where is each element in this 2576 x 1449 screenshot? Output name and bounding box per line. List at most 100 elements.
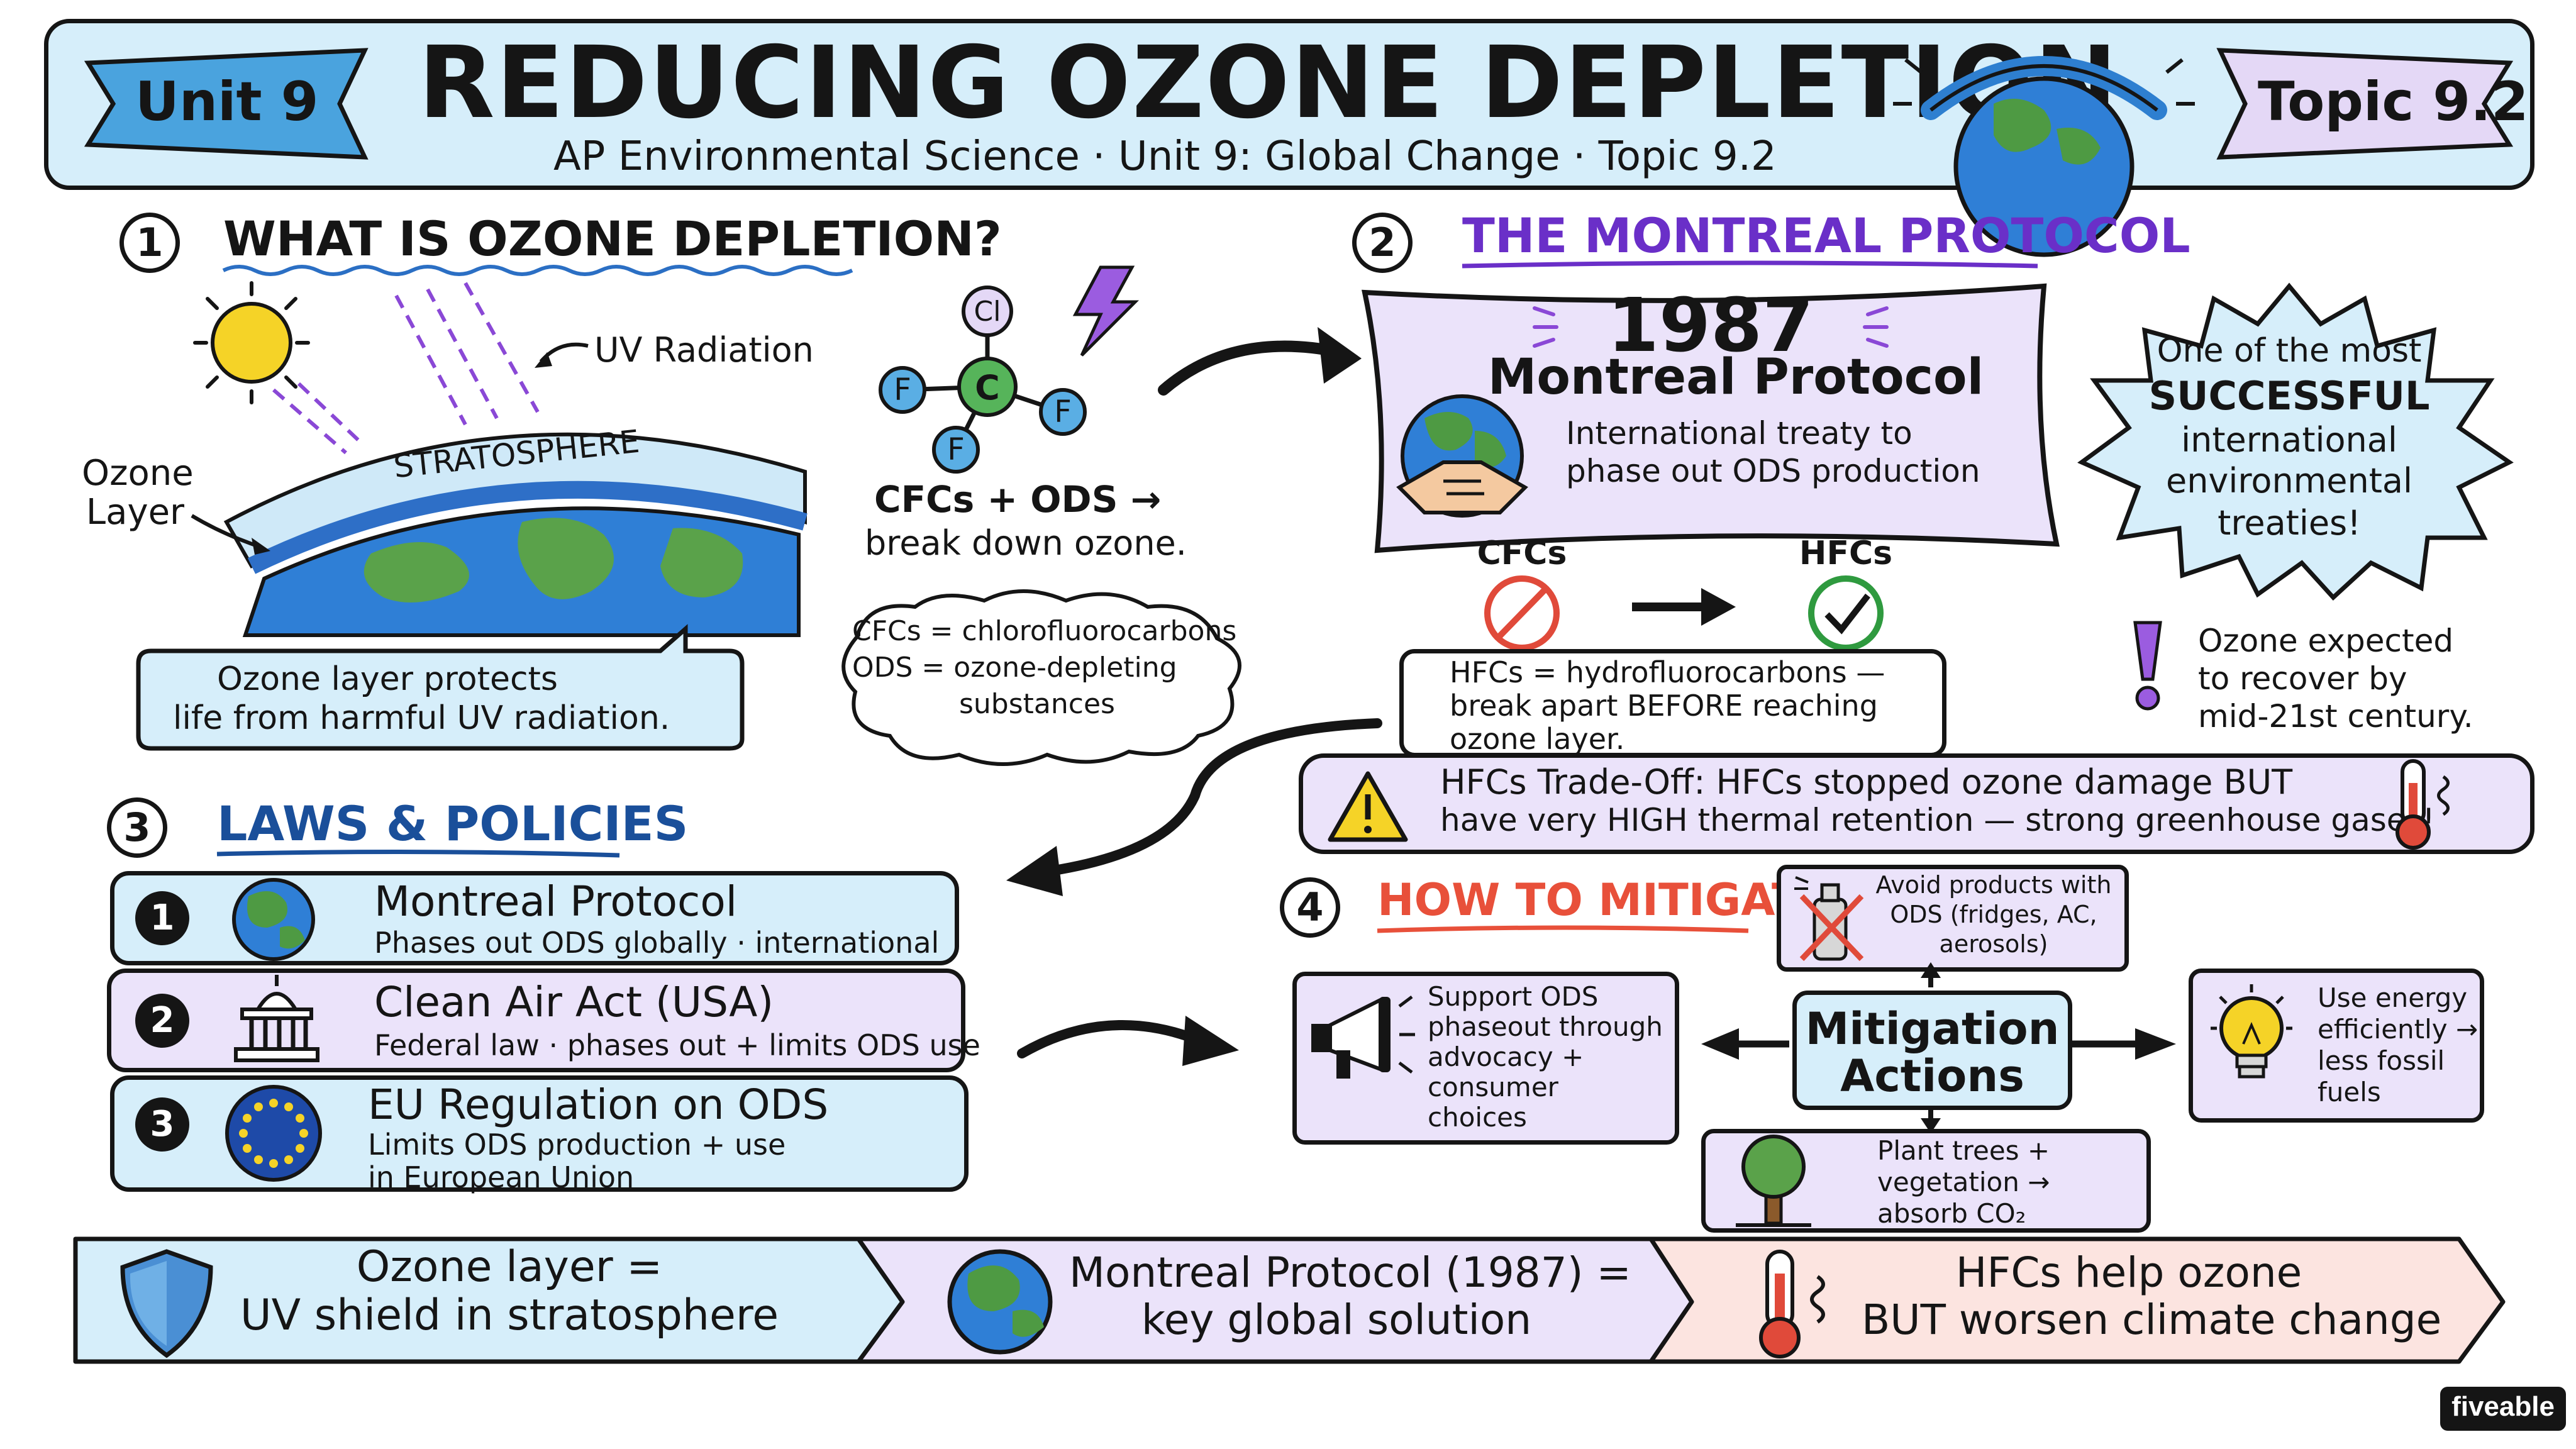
law-2-number: 2	[135, 994, 189, 1048]
protocol-year: 1987	[1607, 282, 1814, 369]
tradeoff-line-1: HFCs Trade-Off: HFCs stopped ozone damag…	[1440, 762, 2293, 802]
support-line-1: Support ODS	[1428, 981, 1599, 1012]
law-1-desc: Phases out ODS globally · international	[374, 926, 940, 960]
brand-label: fiveable	[2451, 1391, 2555, 1422]
capitol-icon	[234, 975, 319, 1062]
protects-line-2: life from harmful UV radiation.	[173, 699, 670, 737]
checkmark-icon	[1808, 575, 1884, 651]
unit-ribbon	[84, 48, 369, 160]
law-2-desc: Federal law · phases out + limits ODS us…	[374, 1028, 980, 1062]
avoid-line-1: Avoid products with	[1875, 871, 2112, 899]
cfcs-label: CFCs	[1477, 535, 1567, 572]
hfcs-label: HFCs	[1799, 535, 1893, 572]
lightbulb-icon	[2211, 984, 2292, 1079]
recover-line-2: to recover by	[2198, 660, 2407, 697]
avoid-line-2: ODS (fridges, AC,	[1890, 901, 2097, 928]
summary-globe-icon	[947, 1249, 1053, 1355]
recover-line-1: Ozone expected	[2198, 623, 2454, 659]
summary-bar	[73, 1236, 2506, 1364]
energy-line-3: less fossil	[2318, 1045, 2445, 1076]
section3-heading: LAWS & POLICIES	[217, 796, 689, 852]
protects-line-1: Ozone layer protects	[217, 660, 558, 698]
mitigation-center-line-1: Mitigation	[1805, 1003, 2060, 1055]
burst-line-5: treaties!	[2218, 503, 2361, 543]
summary-thermometer-icon	[1759, 1250, 1825, 1358]
trees-line-2: vegetation →	[1877, 1167, 2050, 1197]
earth-ozone-illustration	[193, 281, 808, 637]
section1-number: 1	[119, 213, 180, 273]
arrow-to-laws	[1006, 718, 1382, 896]
globe-icon	[232, 878, 315, 961]
burst-line-1: One of the most	[2157, 332, 2422, 370]
energy-line-1: Use energy	[2318, 982, 2468, 1013]
trees-line-3: absorb CO₂	[1877, 1198, 2026, 1229]
section2-number: 2	[1352, 213, 1413, 273]
section2-underline	[1462, 260, 2038, 269]
section4-underline	[1377, 925, 1749, 933]
def-line-3: substances	[959, 688, 1115, 720]
atom-f-bottom: F	[947, 432, 965, 467]
header-banner	[44, 19, 2534, 190]
arrow-to-mitigate	[1017, 1016, 1239, 1066]
avoid-line-3: aerosols)	[1939, 930, 2048, 958]
energy-line-4: fuels	[2318, 1077, 2381, 1108]
law-3-title: EU Regulation on ODS	[368, 1080, 829, 1129]
summary-2-line-2: key global solution	[1141, 1296, 1532, 1344]
brand-badge	[2440, 1387, 2566, 1431]
support-line-2: phaseout through	[1428, 1011, 1663, 1042]
section4-heading: HOW TO MITIGATE	[1377, 874, 1832, 926]
mitigation-center-line-2: Actions	[1840, 1050, 2024, 1102]
atom-f-left: F	[894, 372, 911, 408]
summary-1-line-1: Ozone layer =	[356, 1242, 663, 1292]
thermometer-icon	[2396, 759, 2450, 850]
megaphone-icon	[1311, 996, 1415, 1079]
summary-2-line-1: Montreal Protocol (1987) =	[1069, 1248, 1631, 1297]
law-3-desc: Limits ODS production + use	[368, 1128, 786, 1162]
section2-heading: THE MONTREAL PROTOCOL	[1462, 208, 2190, 264]
exclamation-icon	[2133, 621, 2162, 711]
hfc-def-line-1: HFCs = hydrofluorocarbons —	[1450, 655, 1885, 689]
page-title: REDUCING OZONE DEPLETION	[418, 25, 2119, 141]
trees-line-1: Plant trees +	[1877, 1135, 2050, 1166]
summary-3-line-1: HFCs help ozone	[1955, 1248, 2302, 1297]
hfc-def-line-3: ozone layer.	[1450, 722, 1625, 756]
burst-line-4: environmental	[2165, 461, 2412, 501]
ozone-layer-label-2: Layer	[86, 492, 185, 533]
atom-cl: Cl	[974, 296, 1001, 328]
uv-radiation-label: UV Radiation	[594, 330, 814, 370]
atom-f-right: F	[1054, 394, 1072, 430]
hfc-definition-box	[1399, 649, 1946, 757]
support-line-3: advocacy +	[1428, 1041, 1584, 1072]
section1-underline	[222, 265, 853, 276]
mitigation-center-box	[1792, 991, 2072, 1110]
prohibited-icon	[1484, 575, 1560, 651]
uv-arrow	[535, 342, 589, 368]
tradeoff-box	[1299, 753, 2534, 854]
tradeoff-line-2: have very HIGH thermal retention — stron…	[1440, 802, 2435, 838]
law-1-number: 1	[135, 891, 189, 945]
def-line-2: ODS = ozone-depleting	[852, 652, 1177, 684]
summary-3-line-2: BUT worsen climate change	[1862, 1296, 2442, 1344]
cfc-line-2: break down ozone.	[865, 523, 1187, 563]
protects-callout	[136, 624, 745, 751]
no-aerosol-icon	[1794, 876, 1864, 962]
summary-1-line-2: UV shield in stratosphere	[240, 1291, 779, 1340]
recover-line-3: mid-21st century.	[2198, 698, 2473, 735]
cfc-molecule-icon	[879, 286, 1087, 474]
protocol-banner	[1362, 283, 2060, 553]
cfc-to-hfc-arrow	[1632, 588, 1736, 626]
arrow-to-protocol	[1158, 327, 1362, 396]
topic-ribbon	[2216, 48, 2514, 160]
def-line-1: CFCs = chlorofluorocarbons	[852, 615, 1237, 647]
unit-label: Unit 9	[135, 70, 319, 133]
definitions-cloud	[841, 589, 1241, 766]
warning-icon	[1328, 771, 1408, 842]
section4-number: 4	[1280, 877, 1340, 938]
protocol-desc-2: phase out ODS production	[1566, 453, 1980, 489]
energy-line-2: efficiently →	[2318, 1014, 2479, 1045]
law-2-title: Clean Air Act (USA)	[374, 978, 774, 1026]
page-subtitle: AP Environmental Science · Unit 9: Globa…	[553, 133, 1777, 180]
tree-icon	[1736, 1135, 1811, 1227]
handshake-globe-icon	[1396, 394, 1528, 518]
eu-flag-icon	[225, 1085, 322, 1182]
